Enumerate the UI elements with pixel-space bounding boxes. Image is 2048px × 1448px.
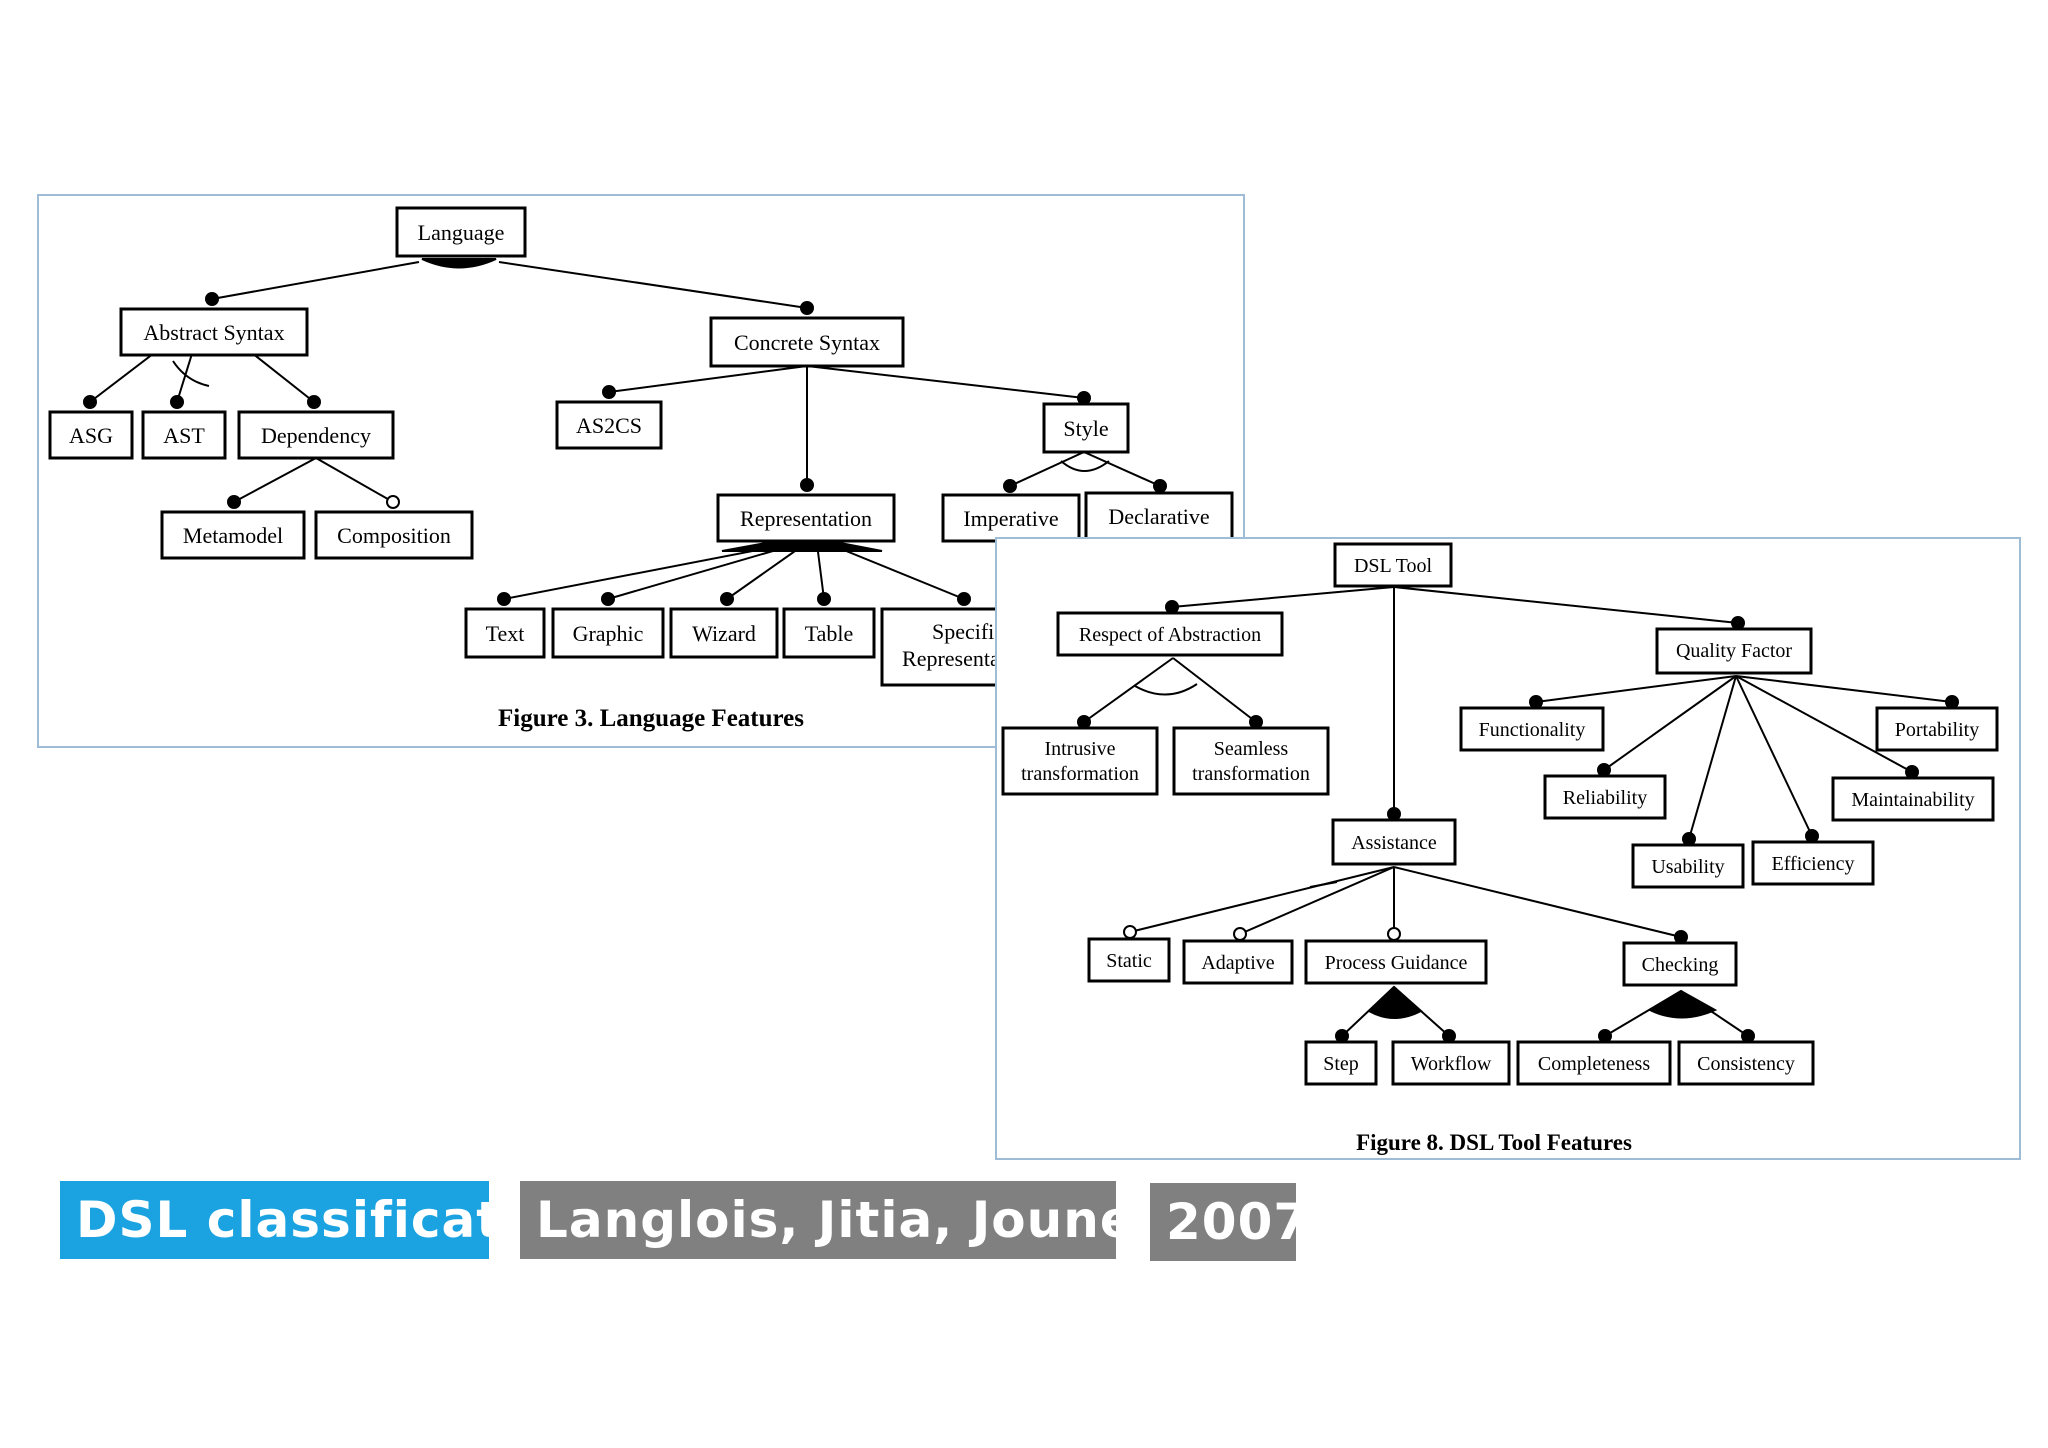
node-metamodel: Metamodel [183,523,283,548]
node-seamless-line2: transformation [1192,763,1310,785]
node-completeness: Completeness [1538,1053,1650,1075]
node-adaptive: Adaptive [1201,952,1274,974]
node-seamless-line1: Seamless [1214,738,1289,760]
node-static: Static [1106,950,1152,972]
node-checking: Checking [1642,954,1719,976]
node-language: Language [418,220,505,245]
node-imperative: Imperative [963,506,1058,531]
node-dependency: Dependency [261,423,371,448]
node-consistency: Consistency [1697,1053,1795,1075]
node-ast: AST [163,423,205,448]
node-as2cs: AS2CS [576,413,642,438]
node-step: Step [1323,1053,1359,1075]
node-intrusive-line1: Intrusive [1044,738,1115,760]
topic-tag: DSL classification [60,1181,590,1259]
node-efficiency: Efficiency [1772,853,1855,875]
figure-language-caption: Figure 3. Language Features [498,705,804,732]
node-specific-line1: Specific [932,619,1004,644]
node-style: Style [1063,416,1108,441]
year-tag: 2007 [1150,1183,1308,1261]
node-concrete-syntax: Concrete Syntax [734,330,880,355]
node-intrusive-line2: transformation [1021,763,1139,785]
dsl-tool-feature-diagram: DSL Tool Respect of Abstraction Quality … [1001,542,1999,1155]
node-quality-factor: Quality Factor [1676,640,1792,662]
node-table: Table [805,621,854,646]
node-abstract-syntax: Abstract Syntax [143,320,284,345]
figure-dsl-tool-caption: Figure 8. DSL Tool Features [1356,1130,1632,1155]
authors-tag: Langlois, Jitia, Jounenne [520,1181,1242,1259]
node-asg: ASG [69,423,113,448]
node-process-guidance: Process Guidance [1325,952,1468,974]
node-wizard: Wizard [692,621,756,646]
node-dsl-tool: DSL Tool [1354,555,1433,577]
node-text: Text [486,621,525,646]
node-graphic: Graphic [573,621,644,646]
language-feature-diagram: Language Abstract Syntax Concrete Syntax… [48,206,1234,732]
node-assistance: Assistance [1351,832,1437,854]
node-functionality: Functionality [1479,719,1586,741]
node-composition: Composition [337,523,451,548]
node-usability: Usability [1651,856,1724,878]
node-respect-of-abstraction: Respect of Abstraction [1079,624,1261,646]
node-reliability: Reliability [1563,787,1647,809]
node-declarative: Declarative [1108,504,1209,529]
figure-dsl-tool-panel: DSL Tool Respect of Abstraction Quality … [995,537,2021,1160]
node-portability: Portability [1895,719,1979,741]
node-maintainability: Maintainability [1851,789,1974,811]
figure-language-panel: Language Abstract Syntax Concrete Syntax… [37,194,1245,748]
node-representation: Representation [740,506,872,531]
node-workflow: Workflow [1411,1053,1492,1075]
